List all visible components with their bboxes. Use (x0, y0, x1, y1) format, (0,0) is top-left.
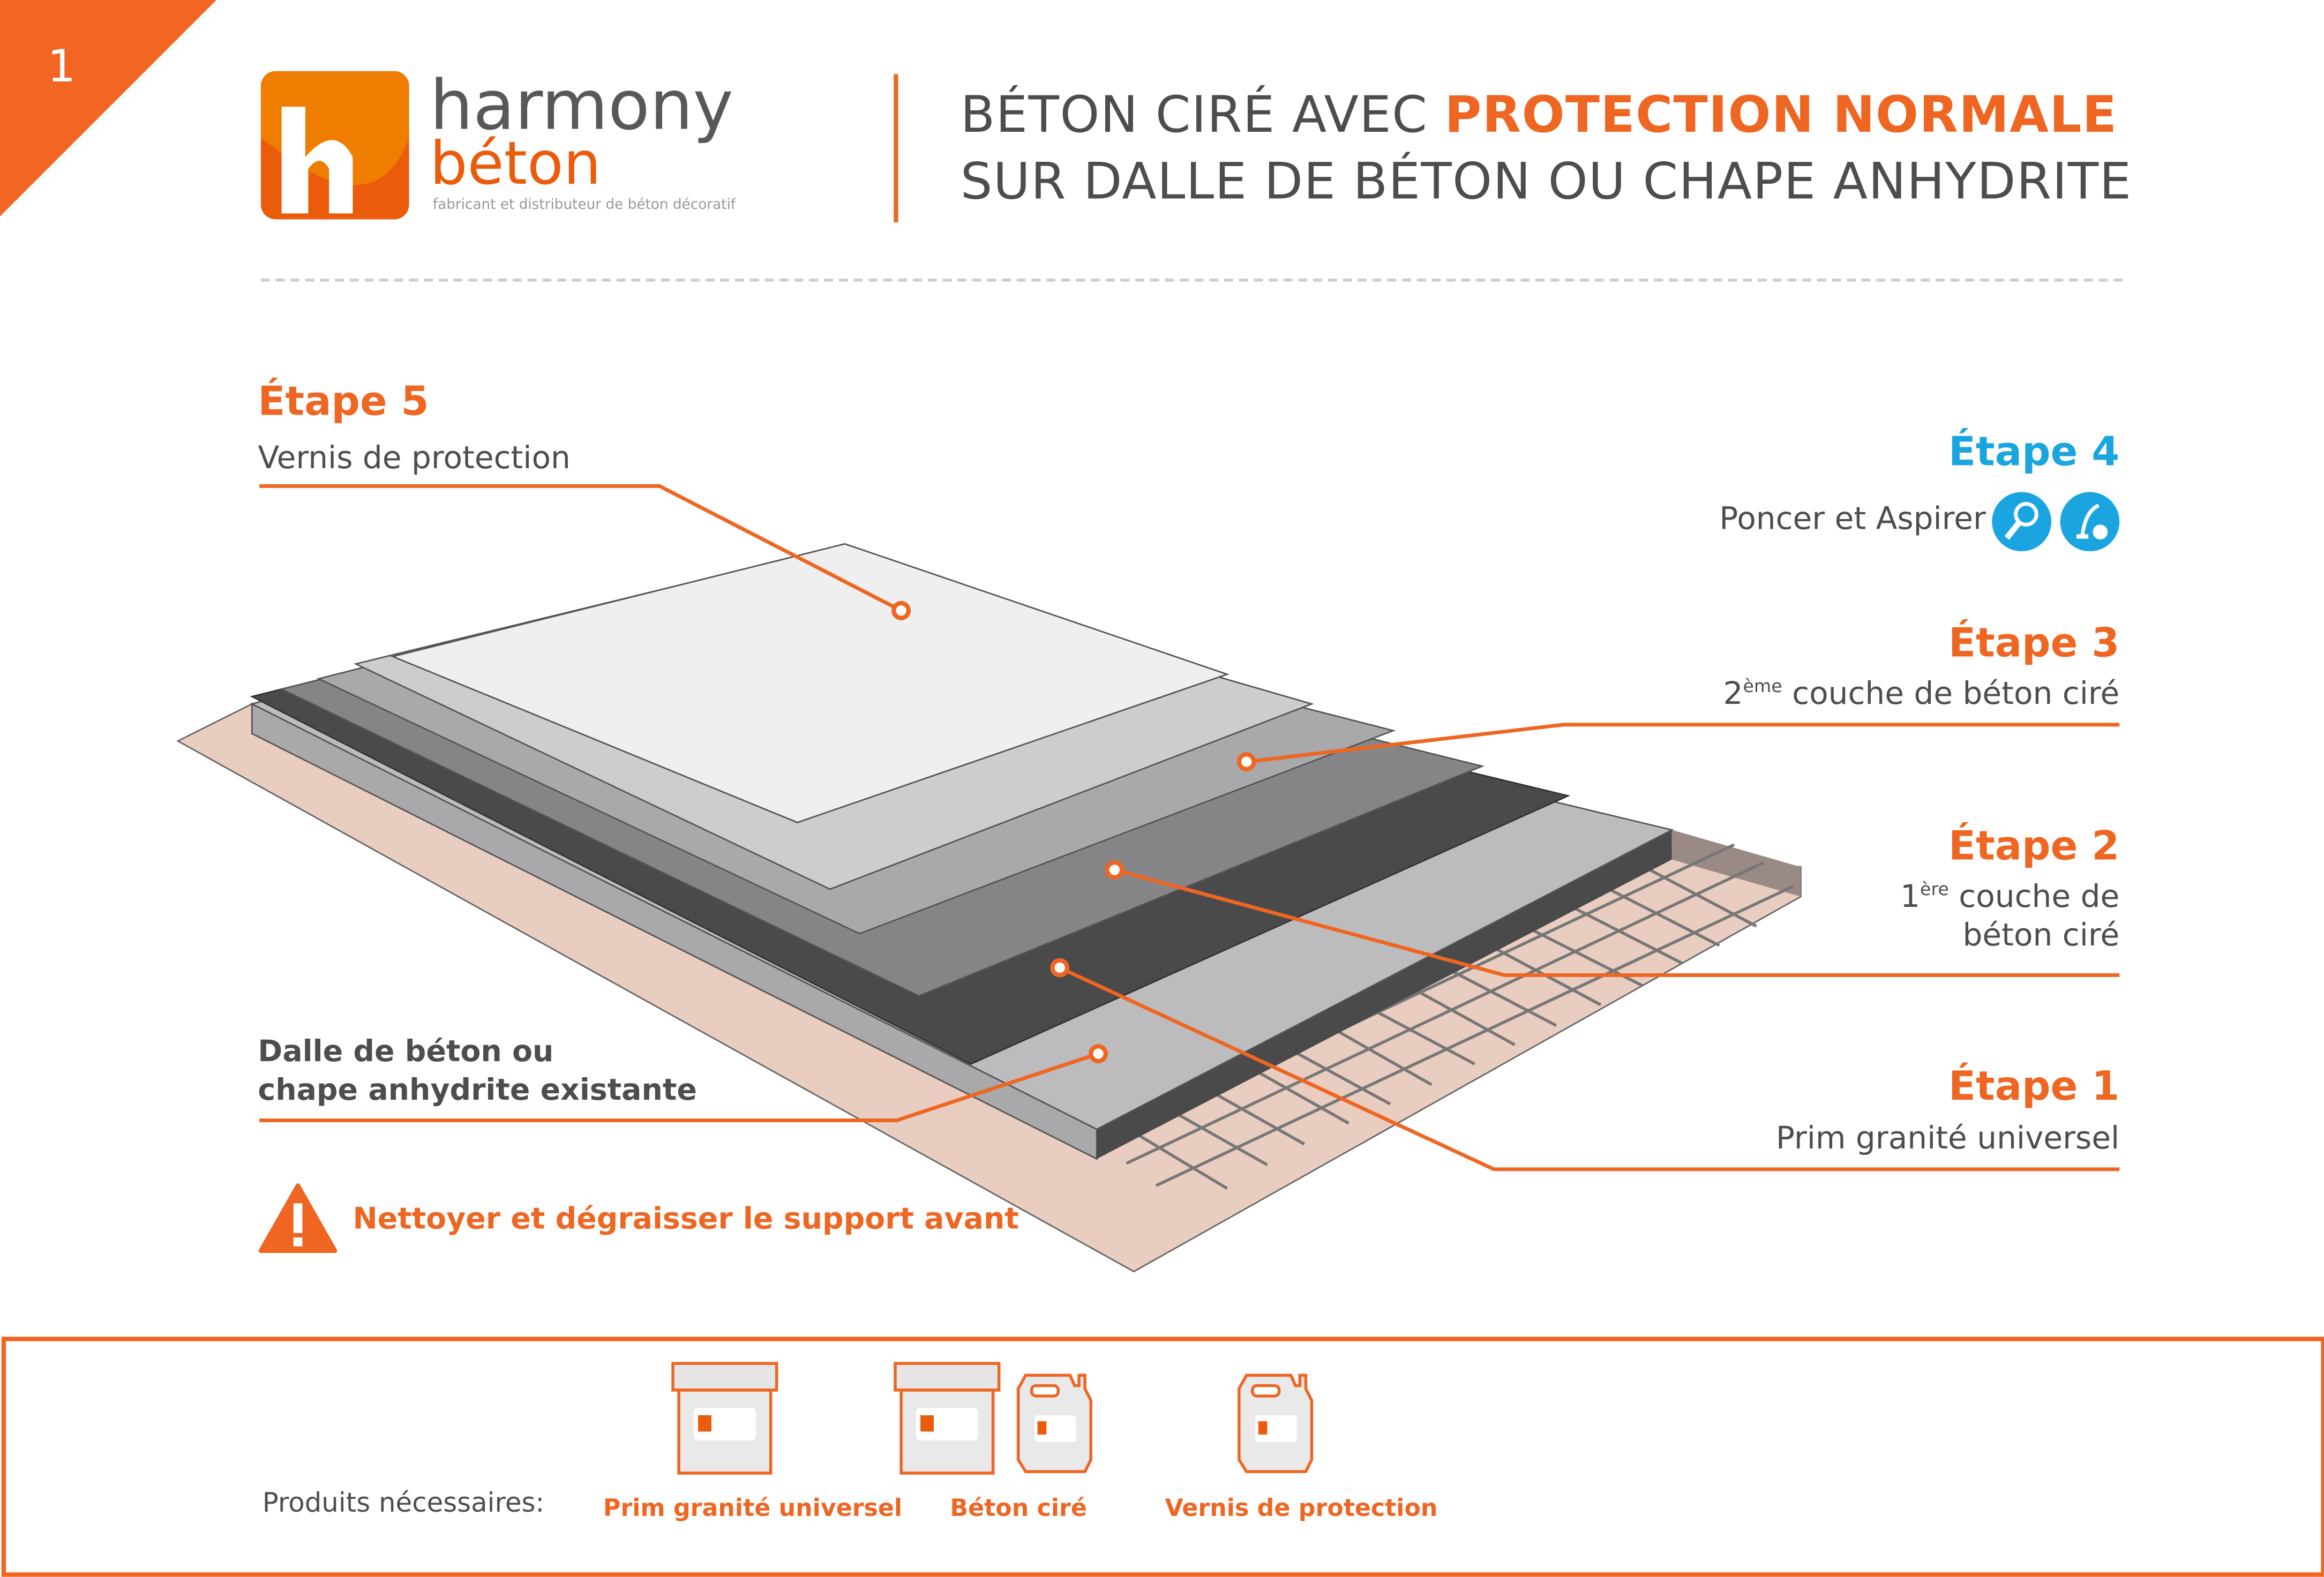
page-title-line2: SUR DALLE DE BÉTON OU CHAPE ANHYDRITE (960, 152, 2132, 212)
step1-label: Étape 1 (1948, 1064, 2120, 1110)
products-panel (1, 1336, 2324, 1577)
layer-diagram (176, 484, 2120, 1273)
step5-label: Étape 5 (258, 379, 429, 426)
slab-side-right (1097, 830, 1672, 1159)
title-prefix: BÉTON CIRÉ AVEC (960, 86, 1445, 146)
logo-mark-icon (260, 71, 409, 220)
product-beton-cire: Béton ciré (950, 1493, 1087, 1522)
step2-desc2: béton ciré (1962, 917, 2120, 953)
page-title-line1: BÉTON CIRÉ AVEC PROTECTION NORMALE (961, 86, 2118, 145)
step3-sup: ème (1743, 675, 1782, 697)
step1-desc: Prim granité universel (1775, 1120, 2120, 1156)
page-number: 1 (47, 41, 76, 94)
warning-icon (258, 1183, 338, 1253)
corner-banner (0, 0, 216, 216)
leader-lines (259, 484, 2120, 1172)
step2-label: Étape 2 (1948, 824, 2120, 870)
mesh-bg (1671, 830, 1801, 897)
step4-desc: Poncer et Aspirer (1719, 501, 1986, 537)
step2-text: couche de (1948, 878, 2120, 914)
product-prim: Prim granité universel (603, 1493, 903, 1522)
warning-text: Nettoyer et dégraisser le support avant (353, 1200, 1019, 1236)
bucket-icon (894, 1362, 1001, 1475)
logo (260, 71, 412, 228)
sander-icon (1992, 492, 2051, 552)
step3-num: 2 (1723, 675, 1743, 711)
step4-label: Étape 4 (1948, 430, 2120, 476)
title-divider (894, 74, 898, 222)
logo-tagline: fabricant et distributeur de béton décor… (432, 197, 736, 214)
base-line1: Dalle de béton ou (258, 1033, 554, 1069)
step3-text: couche de béton ciré (1782, 675, 2120, 711)
leader-dots (891, 600, 1256, 1064)
logo-name: harmony (430, 65, 733, 146)
layer-varnish (390, 543, 1230, 823)
step2-num: 1 (1900, 878, 1921, 914)
step2-sup: ère (1920, 878, 1949, 900)
step2-desc: 1ère couche de (1900, 879, 2119, 914)
base-line2: chape anhydrite existante (258, 1071, 697, 1107)
product-vernis: Vernis de protection (1165, 1493, 1438, 1522)
jerrycan-icon (1016, 1373, 1092, 1474)
bucket-icon (671, 1362, 778, 1475)
vacuum-icon (2060, 492, 2120, 552)
step5-desc: Vernis de protection (258, 440, 571, 476)
step3-desc: 2ème couche de béton ciré (1723, 676, 2119, 711)
title-highlight: PROTECTION NORMALE (1444, 86, 2118, 146)
jerrycan-icon (1238, 1373, 1314, 1474)
dashed-divider (260, 279, 2123, 282)
logo-subname: béton (430, 130, 601, 199)
step3-label: Étape 3 (1948, 621, 2120, 667)
products-label: Produits nécessaires: (262, 1488, 545, 1519)
